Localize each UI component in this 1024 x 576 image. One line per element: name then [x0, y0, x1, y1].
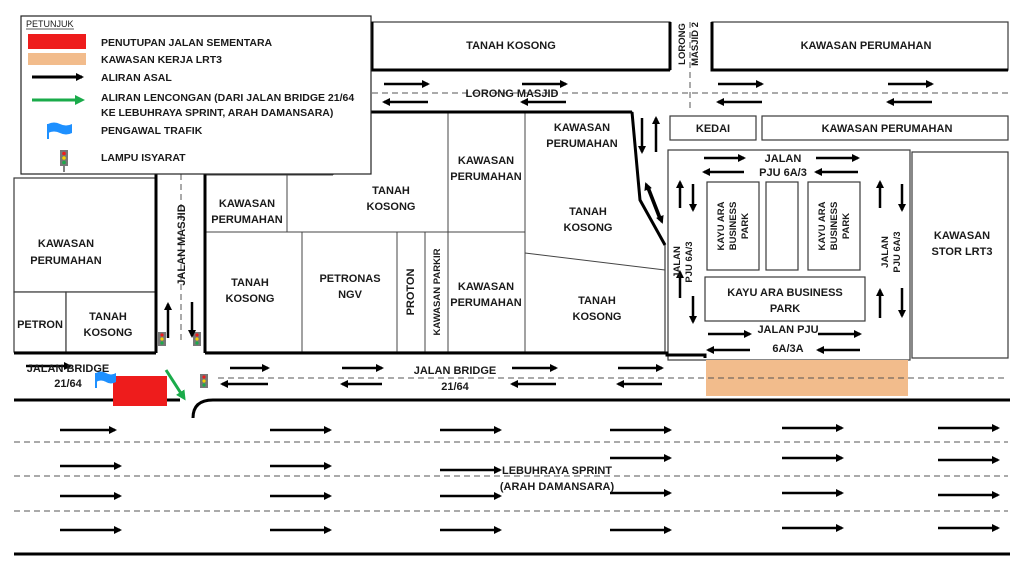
label-kawasan-parkir: KAWASAN PARKIR [432, 248, 443, 335]
label-kedai: KEDAI [696, 123, 730, 135]
label-kawasan-perumahan-left-2: PERUMAHAN [30, 255, 102, 267]
block-kayu-ara-bp-3 [704, 276, 866, 322]
label-kp-small-1: KAWASAN [219, 198, 275, 210]
label-kayu-ara-bp-1-l2: BUSINESS [728, 202, 739, 251]
block-kayu-ara-bp-1 [706, 181, 760, 271]
label-tk-g-1: TANAH [578, 295, 616, 307]
label-kp-f-1: KAWASAN [458, 281, 514, 293]
block-kawasan-stor-lrt3 [911, 151, 1009, 359]
legend-warden-icon [47, 122, 72, 139]
detour-arrow [164, 369, 186, 401]
label-kp-d-2: PERUMAHAN [546, 138, 618, 150]
legend-work-area-label: KAWASAN KERJA LRT3 [101, 54, 222, 66]
label-kp-c-2: PERUMAHAN [450, 171, 522, 183]
label-kayu-ara-bp-2-l1: KAYU ARA [817, 201, 828, 250]
traffic-flow-arrow [644, 182, 662, 221]
label-lorong-masjid-2-l2: MASJID 2 [690, 22, 701, 66]
label-proton: PROTON [405, 269, 417, 316]
legend-detour-label-1: ALIRAN LENCONGAN (DARI JALAN BRIDGE 21/6… [101, 92, 354, 104]
label-pju-6a3a-2: 6A/3A [772, 343, 803, 355]
lrt3-work-area [706, 360, 908, 396]
label-kayu-ara-bp-2-l3: PARK [841, 213, 852, 239]
label-sprint-2: (ARAH DAMANSARA) [500, 481, 615, 493]
label-tk-a-2: KOSONG [367, 201, 416, 213]
label-tanah-kosong-left-1: TANAH [89, 311, 127, 323]
block-tanah-kosong-top [371, 21, 671, 71]
legend-warden-label: PENGAWAL TRAFIK [101, 125, 203, 137]
label-lorong-masjid: LORONG MASJID [466, 88, 559, 100]
legend-closure-swatch [28, 34, 86, 49]
label-pju-6a3-right-1: JALAN [880, 236, 891, 268]
label-jalan-bridge-left-2: 21/64 [54, 378, 82, 390]
block-kedai [669, 115, 757, 141]
label-tk-e-2: KOSONG [564, 222, 613, 234]
label-sprint-1: LEBUHRAYA SPRINT [502, 465, 612, 477]
label-kayu-ara-bp-2-l2: BUSINESS [829, 202, 840, 251]
label-kp-f-2: PERUMAHAN [450, 297, 522, 309]
label-petronas-2: NGV [338, 289, 363, 301]
label-tk-b-1: TANAH [231, 277, 269, 289]
traffic-light-icon [158, 332, 166, 346]
label-kayu-ara-bp-3-l2: PARK [770, 303, 800, 315]
label-pju-6a3-left-2: PJU 6A/3 [684, 241, 695, 282]
road-closure-block [113, 376, 167, 406]
block-kawasan-perumahan-left [13, 177, 157, 293]
label-jalan-bridge-mid-1: JALAN BRIDGE [414, 365, 497, 377]
block-kawasan-perumahan-mid-right [761, 115, 1009, 141]
label-kawasan-perumahan-left-1: KAWASAN [38, 238, 94, 250]
label-tk-e-1: TANAH [569, 206, 607, 218]
label-stor-lrt3-1: KAWASAN [934, 230, 990, 242]
label-pju-6a3-top-2: PJU 6A/3 [759, 167, 807, 179]
traffic-light-icon [200, 374, 208, 388]
label-kp-c-1: KAWASAN [458, 155, 514, 167]
label-petron: PETRON [17, 319, 63, 331]
legend: PETUNJUK PENUTUPAN JALAN SEMENTARA KAWAS… [20, 15, 372, 175]
label-jalan-bridge-mid-2: 21/64 [441, 381, 469, 393]
block-tanah-kosong-left [65, 291, 157, 353]
label-kayu-ara-bp-1-l3: PARK [740, 213, 751, 239]
block-kawasan-perumahan-top-right [711, 21, 1009, 71]
label-pju-6a3-left-1: JALAN [672, 246, 683, 278]
label-tanah-kosong-top: TANAH KOSONG [466, 40, 556, 52]
label-kawasan-perumahan-mid-right: KAWASAN PERUMAHAN [822, 123, 953, 135]
block-kayu-ara-bp-center [765, 181, 799, 271]
label-pju-6a3a-1: JALAN PJU [757, 324, 818, 336]
label-kp-small-2: PERUMAHAN [211, 214, 283, 226]
block-petron [13, 291, 67, 353]
label-petronas-1: PETRONAS [319, 273, 380, 285]
label-kp-d-1: KAWASAN [554, 122, 610, 134]
label-jalan-masjid: JALAN MASJID [176, 204, 188, 285]
legend-traffic-light-icon [60, 150, 68, 172]
label-tk-g-2: KOSONG [573, 311, 622, 323]
label-jalan-bridge-left-1: JALAN BRIDGE [27, 363, 110, 375]
label-pju-6a3-top-1: JALAN [765, 153, 802, 165]
label-stor-lrt3-2: STOR LRT3 [932, 246, 993, 258]
legend-closure-label: PENUTUPAN JALAN SEMENTARA [101, 37, 273, 49]
traffic-warden-icon [95, 371, 116, 388]
label-kayu-ara-bp-3-l1: KAYU ARA BUSINESS [727, 287, 843, 299]
label-pju-6a3-right-2: PJU 6A/3 [892, 231, 903, 272]
legend-traffic-light-label: LAMPU ISYARAT [101, 152, 186, 164]
legend-work-area-swatch [28, 53, 86, 65]
legend-title: PETUNJUK [26, 19, 74, 29]
legend-original-flow-label: ALIRAN ASAL [101, 72, 172, 84]
label-tanah-kosong-left-2: KOSONG [84, 327, 133, 339]
label-tk-b-2: KOSONG [226, 293, 275, 305]
legend-detour-label-2: KE LEBUHRAYA SPRINT, ARAH DAMANSARA) [101, 107, 333, 119]
label-kawasan-perumahan-top-right: KAWASAN PERUMAHAN [801, 40, 932, 52]
traffic-light-icon [193, 332, 201, 346]
label-tk-a-1: TANAH [372, 185, 410, 197]
label-lorong-masjid-2-l1: LORONG [677, 23, 688, 65]
label-kayu-ara-bp-1-l1: KAYU ARA [716, 201, 727, 250]
block-kayu-ara-bp-2 [807, 181, 861, 271]
